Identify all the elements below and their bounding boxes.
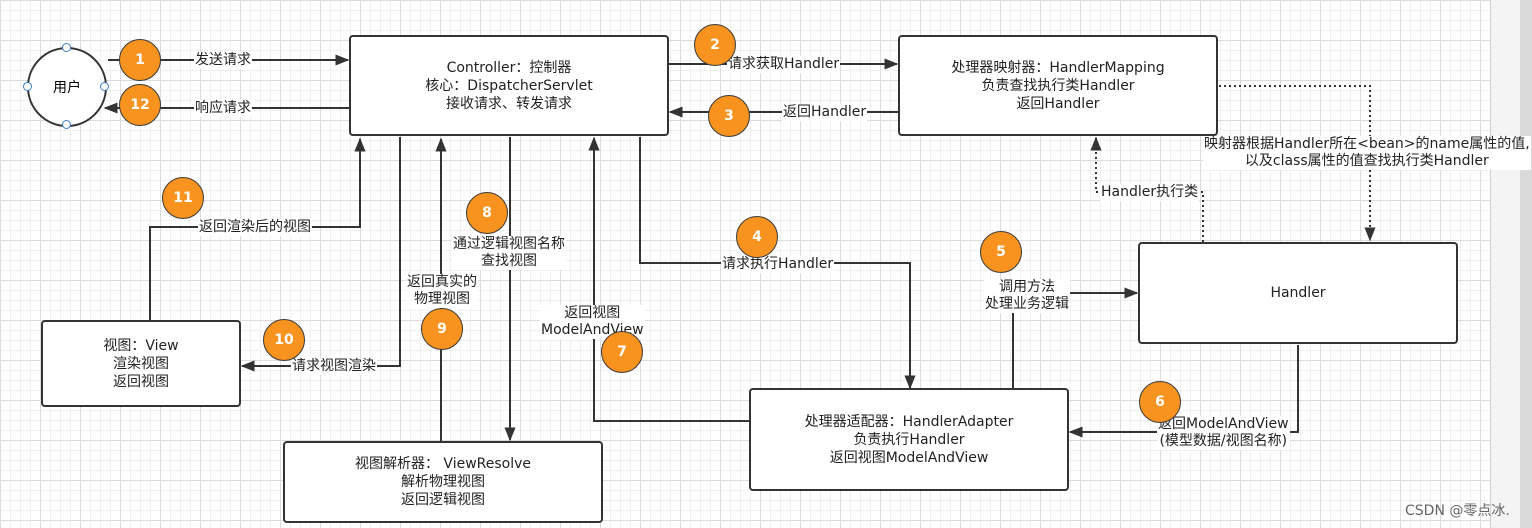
adapter-duty: 负责执行Handler [853, 431, 965, 448]
controller-title: Controller：控制器 [446, 59, 572, 76]
adapter-return: 返回视图ModelAndView [829, 449, 989, 466]
edge-return-mav [1068, 345, 1299, 438]
step-badge-11: 11 [162, 177, 204, 219]
step-badge-4: 4 [736, 216, 778, 258]
return-view-mav-line-1: 返回视图 [564, 305, 621, 321]
selection-handle-top[interactable] [62, 43, 71, 52]
return-physical-view-line-2: 物理视图 [414, 291, 470, 307]
label-return-mav: 返回ModelAndView (模型数据/视图名称) [1157, 416, 1290, 450]
mapping-note-line-2: 以及class属性的值查找执行类Handler [1244, 153, 1489, 169]
label-send-request: 发送请求 [194, 52, 252, 69]
resolver-return: 返回逻辑视图 [401, 492, 485, 508]
vertical-scrollbar-thumb[interactable] [1520, 0, 1532, 528]
handler-node[interactable]: Handler [1138, 242, 1458, 344]
label-find-view: 通过逻辑视图名称 查找视图 [452, 236, 566, 270]
edge-mapping-to-handler [1219, 85, 1376, 242]
step-badge-8: 8 [466, 192, 508, 234]
controller-core: 核心：DispatcherServlet [425, 77, 593, 94]
call-method-line-1: 调用方法 [999, 279, 1055, 295]
view-resolver-node[interactable]: 视图解析器： ViewResolve 解析物理视图 返回逻辑视图 [283, 441, 603, 523]
label-respond-request: 响应请求 [194, 100, 252, 117]
watermark: CSDN @零点冰. [1405, 503, 1510, 519]
mapping-note-line-1: 映射器根据Handler所在<bean>的name属性的值, [1204, 136, 1530, 152]
label-return-handler: 返回Handler [782, 104, 868, 121]
return-physical-view-line-1: 返回真实的 [407, 274, 477, 290]
find-view-line-2: 查找视图 [481, 253, 537, 269]
step-badge-5: 5 [980, 231, 1022, 273]
return-mav-line-1: 返回ModelAndView [1158, 416, 1289, 432]
step-badge-6: 6 [1139, 381, 1181, 423]
step-badge-7: 7 [601, 331, 643, 373]
label-call-method: 调用方法 处理业务逻辑 [984, 279, 1070, 313]
step-badge-9: 9 [421, 308, 463, 350]
view-node[interactable]: 视图：View 渲染视图 返回视图 [41, 320, 241, 407]
mapping-return: 返回Handler [1016, 95, 1100, 112]
label-request-handler: 请求获取Handler [727, 56, 841, 73]
label-mapping-note: 映射器根据Handler所在<bean>的name属性的值, 以及class属性… [1203, 136, 1531, 170]
edge-handler-exec-class [1090, 136, 1204, 242]
mapping-title: 处理器映射器：HandlerMapping [951, 59, 1165, 76]
edge-return-view-mav [588, 136, 750, 422]
resolver-parse: 解析物理视图 [401, 474, 485, 490]
step-badge-3: 3 [708, 95, 750, 137]
selection-handle-left[interactable] [23, 82, 32, 91]
step-badge-1: 1 [119, 39, 161, 81]
controller-duty: 接收请求、转发请求 [446, 95, 572, 112]
user-label: 用户 [53, 80, 81, 96]
call-method-line-2: 处理业务逻辑 [985, 296, 1069, 312]
step-badge-2: 2 [694, 24, 736, 66]
view-render: 渲染视图 [113, 355, 169, 372]
view-return: 返回视图 [113, 373, 169, 390]
view-title: 视图：View [103, 337, 179, 354]
return-mav-line-2: (模型数据/视图名称) [1159, 433, 1288, 449]
step-badge-10: 10 [263, 319, 305, 361]
adapter-title: 处理器适配器：HandlerAdapter [804, 413, 1014, 430]
handler-mapping-node[interactable]: 处理器映射器：HandlerMapping 负责查找执行类Handler 返回H… [898, 35, 1218, 136]
label-return-physical-view: 返回真实的 物理视图 [406, 274, 478, 308]
handler-title: Handler [1270, 285, 1326, 301]
find-view-line-1: 通过逻辑视图名称 [453, 236, 565, 252]
selection-handle-right[interactable] [100, 82, 109, 91]
handler-adapter-node[interactable]: 处理器适配器：HandlerAdapter 负责执行Handler 返回视图Mo… [749, 388, 1069, 491]
label-handler-exec-class: Handler执行类 [1100, 184, 1200, 201]
label-request-render: 请求视图渲染 [291, 358, 377, 375]
step-badge-12: 12 [119, 84, 161, 126]
mapping-duty: 负责查找执行类Handler [981, 77, 1135, 94]
user-node[interactable]: 用户 [27, 47, 107, 127]
label-request-exec-handler: 请求执行Handler [721, 256, 835, 273]
selection-handle-bottom[interactable] [62, 120, 71, 129]
controller-node[interactable]: Controller：控制器 核心：DispatcherServlet 接收请求… [349, 35, 669, 136]
resolver-title: 视图解析器： ViewResolve [354, 456, 532, 472]
label-return-rendered-view: 返回渲染后的视图 [198, 219, 312, 236]
